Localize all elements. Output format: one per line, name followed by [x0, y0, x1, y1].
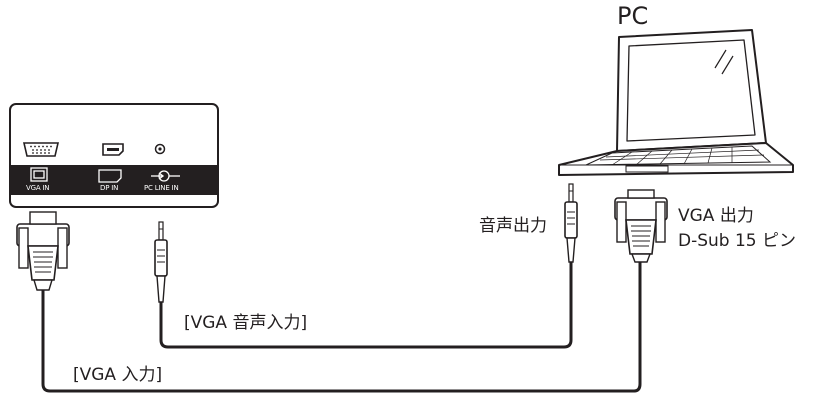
pc-title: PC — [617, 2, 649, 30]
audio-cable-label: [VGA 音声入力] — [184, 313, 308, 333]
vga-plug-display-icon — [16, 211, 70, 291]
displayport-icon — [102, 143, 124, 156]
audio-in-icon — [151, 170, 180, 182]
audio-output-label: 音声出力 — [479, 216, 547, 236]
dp-in-symbol-icon — [98, 169, 122, 183]
vga-in-port-label: VGA IN — [26, 184, 50, 192]
display-connector-panel — [9, 103, 219, 208]
vga-in-symbol-icon — [30, 167, 48, 182]
pc-line-in-port-label: PC LINE IN — [144, 184, 179, 192]
vga-cable-line — [41, 262, 642, 393]
laptop-pc-icon — [558, 29, 794, 176]
vga-port-icon — [22, 142, 60, 157]
audio-cable-line — [159, 262, 573, 349]
dp-in-port-label: DP IN — [100, 184, 119, 192]
vga-dsub-label: D-Sub 15 ピン — [678, 231, 797, 251]
audio-plug-display-icon — [154, 221, 168, 303]
audio-plug-pc-icon — [564, 183, 578, 263]
vga-output-label: VGA 出力 — [678, 206, 754, 226]
audio-jack-icon — [154, 143, 166, 155]
vga-plug-pc-icon — [614, 189, 668, 263]
vga-cable-label: [VGA 入力] — [73, 365, 163, 385]
